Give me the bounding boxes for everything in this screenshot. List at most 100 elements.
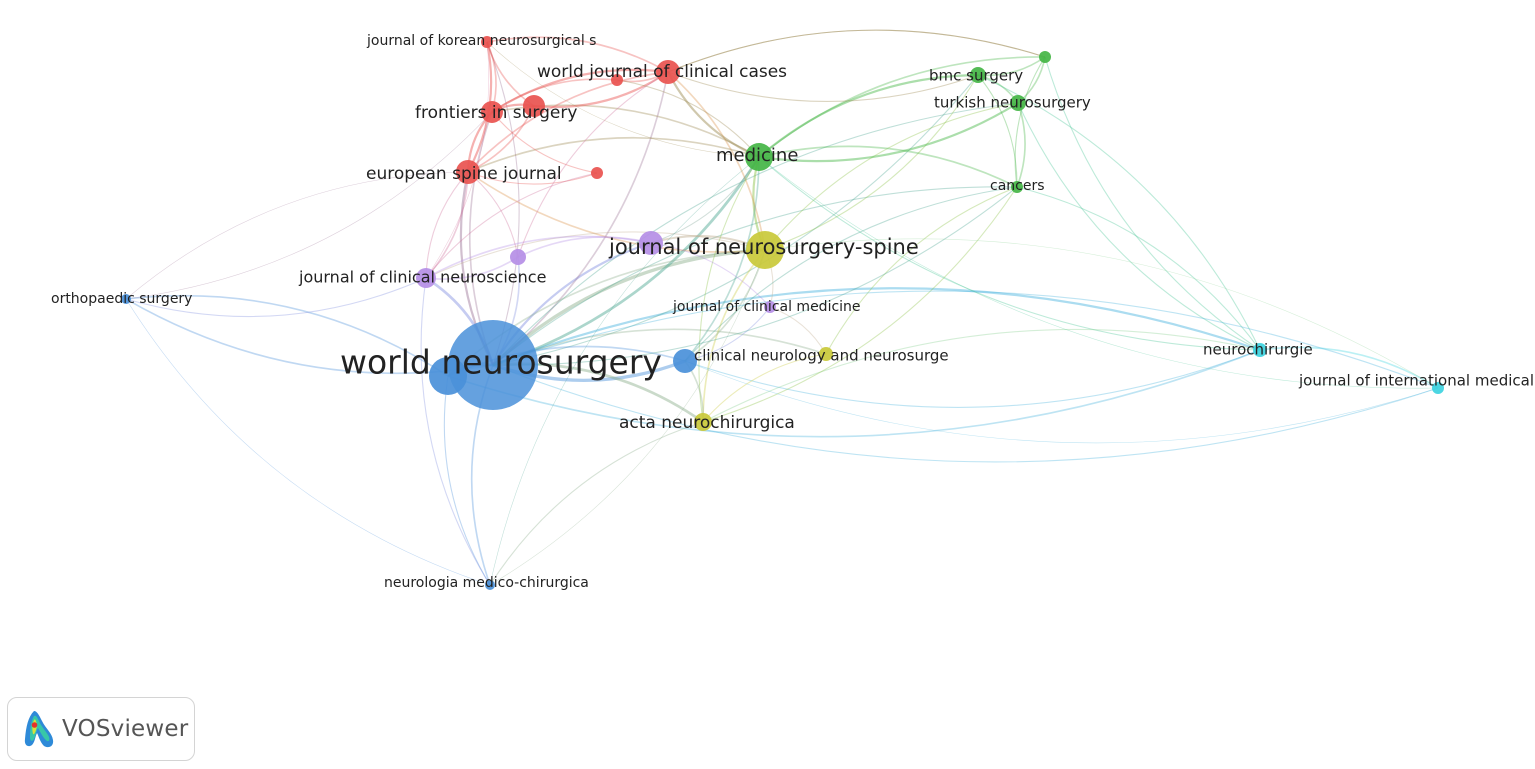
node-can[interactable] xyxy=(1011,181,1023,193)
link-yel3-jcm xyxy=(769,306,827,355)
node-label-tns[interactable]: turkish neurosurgery xyxy=(934,94,1091,112)
node-jim[interactable] xyxy=(1432,382,1444,394)
link-os-fis xyxy=(125,111,493,300)
node-os[interactable] xyxy=(121,294,131,304)
node-tns[interactable] xyxy=(1010,95,1026,111)
node-label-an[interactable]: acta neurochirurgica xyxy=(619,413,795,433)
link-bmc-can xyxy=(977,74,1018,188)
node-esj[interactable] xyxy=(456,160,480,184)
link-yel3-can xyxy=(825,186,1018,355)
node-label-jcm[interactable]: journal of clinical medicine xyxy=(672,299,861,315)
node-nmc[interactable] xyxy=(485,580,495,590)
link-pur3-wjcc xyxy=(517,71,669,258)
link-jns-esj xyxy=(467,171,766,253)
link-med-esj xyxy=(467,136,760,173)
node-jcm[interactable] xyxy=(764,301,776,313)
node-label-jim[interactable]: journal of international medical xyxy=(1298,372,1534,390)
node-pur3[interactable] xyxy=(510,249,526,265)
link-can-wn xyxy=(492,186,1018,366)
link-wn-yel3 xyxy=(492,328,827,366)
link-grn5-nch xyxy=(1044,56,1261,351)
node-label-med[interactable]: medicine xyxy=(716,145,798,166)
link-an-nmc xyxy=(489,421,704,586)
node-bmc[interactable] xyxy=(970,67,986,83)
link-an-yel3 xyxy=(702,353,827,423)
link-med-red6 xyxy=(616,79,760,158)
node-label-bmc[interactable]: bmc surgery xyxy=(929,67,1023,85)
link-med-an xyxy=(698,156,760,423)
node-red4[interactable] xyxy=(523,95,545,117)
link-os-esj xyxy=(125,171,469,300)
node-label-nch[interactable]: neurochirurgie xyxy=(1203,341,1313,359)
node-wnb[interactable] xyxy=(429,357,467,395)
link-jim-wn xyxy=(492,290,1439,389)
link-cnn-can xyxy=(684,186,1018,362)
node-wjcc[interactable] xyxy=(656,60,680,84)
link-jcn-pur2 xyxy=(425,235,652,279)
link-wnb-nch xyxy=(447,349,1261,438)
node-label-cnn[interactable]: clinical neurology and neurosurge xyxy=(694,347,949,365)
link-jcn-nmc xyxy=(420,277,491,586)
node-label-fis[interactable]: frontiers in surgery xyxy=(415,103,577,123)
node-fis[interactable] xyxy=(481,101,503,123)
node-nch[interactable] xyxy=(1253,343,1267,357)
link-jns-wjcc xyxy=(667,71,766,251)
node-label-wjcc[interactable]: world journal of clinical cases xyxy=(537,62,787,82)
link-wn-wjcc xyxy=(492,71,669,366)
node-grn5[interactable] xyxy=(1039,51,1051,63)
link-wn-tns xyxy=(492,102,1019,366)
node-yel3[interactable] xyxy=(819,347,833,361)
link-wjcc-fis xyxy=(491,68,669,113)
link-med-tns xyxy=(758,102,1019,163)
node-wn[interactable] xyxy=(448,320,538,410)
link-red4-jkns xyxy=(486,41,535,107)
link-jcn-esj xyxy=(425,171,469,279)
link-wn-jim xyxy=(492,364,1439,463)
link-nch-jim xyxy=(1259,346,1439,389)
link-can-nch xyxy=(1016,186,1261,351)
link-jcn-os xyxy=(125,277,427,318)
link-an-nch xyxy=(702,328,1261,423)
node-label-os[interactable]: orthopaedic surgery xyxy=(51,291,192,307)
node-jcn[interactable] xyxy=(416,268,436,288)
nodes-layer xyxy=(121,36,1444,590)
link-esj-jcn xyxy=(425,171,469,279)
node-label-esj[interactable]: european spine journal xyxy=(366,164,562,184)
node-label-jns[interactable]: journal of neurosurgery-spine xyxy=(608,235,919,259)
node-an[interactable] xyxy=(694,413,712,431)
node-label-wn[interactable]: world neurosurgery xyxy=(340,343,662,382)
link-os-nmc xyxy=(125,298,491,586)
link-wn-med xyxy=(492,156,761,367)
node-red6[interactable] xyxy=(611,74,623,86)
node-label-jkns[interactable]: journal of korean neurosurgical s xyxy=(366,33,596,49)
link-jns-tns xyxy=(764,102,1019,251)
node-red7[interactable] xyxy=(591,167,603,179)
link-med-bmc xyxy=(758,73,979,158)
node-pur2[interactable] xyxy=(639,231,663,255)
link-pur2-med xyxy=(650,156,760,244)
link-wjcc-bmc xyxy=(667,71,979,102)
link-wjcc-grn5 xyxy=(667,29,1046,73)
link-med-cnn xyxy=(684,156,760,362)
vosviewer-logo-text: VOSviewer xyxy=(62,716,189,742)
link-nmc-jns xyxy=(489,249,766,586)
node-cnn[interactable] xyxy=(673,349,697,373)
link-jim-cnn xyxy=(684,360,1439,444)
node-label-nmc[interactable]: neurologia medico-chirurgica xyxy=(384,575,589,591)
link-red6-fis xyxy=(491,78,618,113)
link-med-nch xyxy=(758,156,1261,351)
node-jns[interactable] xyxy=(746,231,784,269)
link-fis-red7 xyxy=(491,111,598,174)
link-red7-esj xyxy=(467,171,598,185)
node-med[interactable] xyxy=(745,143,773,171)
node-jkns[interactable] xyxy=(481,36,493,48)
link-red7-jcn xyxy=(425,172,598,279)
link-jim-med xyxy=(758,156,1439,389)
link-tns-nch xyxy=(1017,102,1261,351)
link-wnb-nmc xyxy=(443,375,491,586)
node-label-jcn[interactable]: journal of clinical neuroscience xyxy=(298,268,546,287)
link-an-can xyxy=(702,186,1018,423)
node-label-can[interactable]: cancers xyxy=(990,178,1045,194)
link-jns-jcn xyxy=(425,231,766,279)
